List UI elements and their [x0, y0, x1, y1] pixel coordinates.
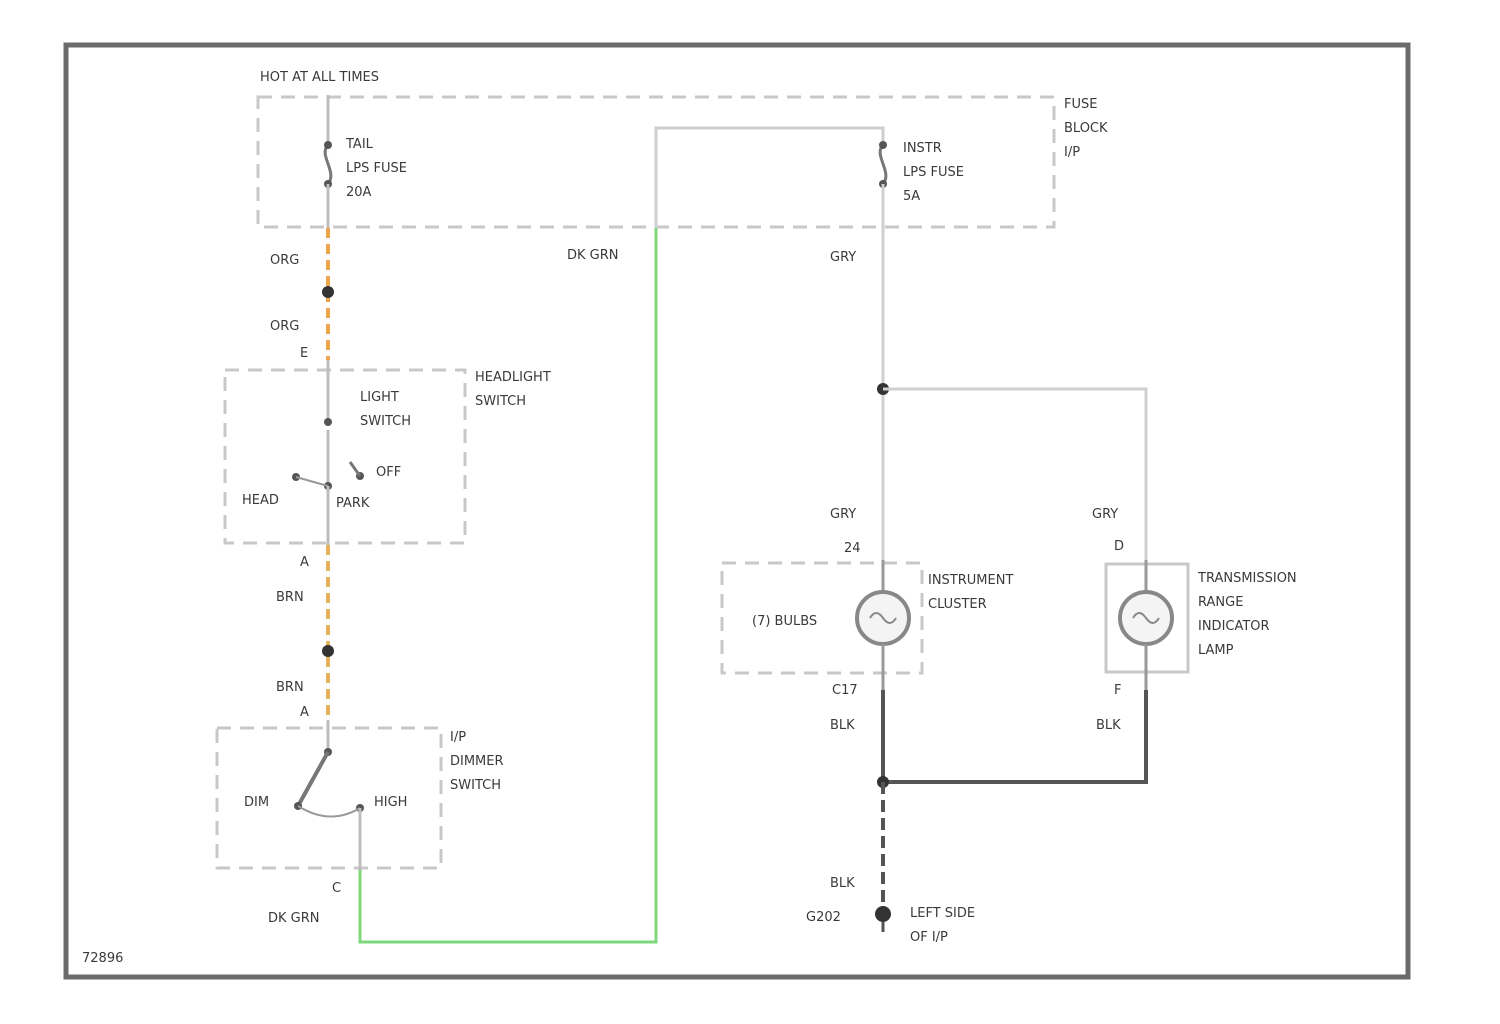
label-dimmer-2: DIMMER	[450, 754, 504, 769]
label-switch-off: OFF	[376, 465, 401, 480]
label-conn-a2: A	[300, 705, 309, 720]
label-conn-c: C	[332, 881, 341, 896]
label-wire-gry-trans: GRY	[1092, 507, 1118, 522]
instr-fuse-terminal-top	[879, 141, 887, 149]
label-hot-at-all-times: HOT AT ALL TIMES	[260, 70, 379, 85]
label-instrument-2: CLUSTER	[928, 597, 987, 612]
label-tail-fuse-1: TAIL	[345, 137, 374, 152]
label-figure-id: 72896	[82, 951, 123, 966]
label-high: HIGH	[374, 795, 407, 810]
label-dimmer-1: I/P	[450, 730, 466, 745]
label-dimmer-3: SWITCH	[450, 778, 501, 793]
label-instrument-1: INSTRUMENT	[928, 573, 1013, 588]
label-instr-fuse-2: LPS FUSE	[903, 165, 964, 180]
label-wire-brn-1: BRN	[276, 590, 304, 605]
label-conn-c17: C17	[832, 683, 858, 698]
diagram-frame	[66, 45, 1408, 977]
label-ground-2: OF I/P	[910, 930, 948, 945]
label-dim: DIM	[244, 795, 269, 810]
label-wire-gry-top: GRY	[830, 250, 856, 265]
label-wire-org-2: ORG	[270, 319, 299, 334]
label-cluster-bulbs: (7) BULBS	[752, 614, 817, 629]
label-headlight-switch-1: HEADLIGHT	[475, 370, 551, 385]
label-switch-head: HEAD	[242, 493, 279, 508]
splice-org	[322, 286, 334, 298]
light-switch-terminal	[324, 418, 332, 426]
label-switch-park: PARK	[336, 496, 370, 511]
label-wire-blk-2: BLK	[1096, 718, 1121, 733]
label-trans-3: INDICATOR	[1198, 619, 1270, 634]
label-tail-fuse-2: LPS FUSE	[346, 161, 407, 176]
label-trans-4: LAMP	[1198, 643, 1234, 658]
label-light-switch-2: SWITCH	[360, 414, 411, 429]
label-conn-24: 24	[844, 541, 861, 556]
label-wire-blk-3: BLK	[830, 876, 855, 891]
label-light-switch-1: LIGHT	[360, 390, 399, 405]
label-fuse-block-1: FUSE	[1064, 97, 1097, 112]
label-conn-d: D	[1114, 539, 1124, 554]
label-ground-id: G202	[806, 910, 841, 925]
label-fuse-block-3: I/P	[1064, 145, 1080, 160]
label-wire-dkgrn-bottom: DK GRN	[268, 911, 320, 926]
label-tail-fuse-3: 20A	[346, 185, 372, 200]
label-conn-a1: A	[300, 555, 309, 570]
label-fuse-block-2: BLOCK	[1064, 121, 1108, 136]
label-conn-f: F	[1114, 683, 1121, 698]
label-instr-fuse-1: INSTR	[903, 141, 942, 156]
label-trans-1: TRANSMISSION	[1197, 571, 1297, 586]
ground-symbol	[875, 906, 891, 922]
splice-brn	[322, 645, 334, 657]
label-wire-org-1: ORG	[270, 253, 299, 268]
label-wire-gry-cluster: GRY	[830, 507, 856, 522]
label-conn-e: E	[300, 346, 308, 361]
label-wire-brn-2: BRN	[276, 680, 304, 695]
label-wire-dkgrn-top: DK GRN	[567, 248, 619, 263]
label-trans-2: RANGE	[1198, 595, 1243, 610]
tail-fuse-terminal-top	[324, 141, 332, 149]
label-ground-1: LEFT SIDE	[910, 906, 975, 921]
label-wire-blk-1: BLK	[830, 718, 855, 733]
label-instr-fuse-3: 5A	[903, 189, 920, 204]
label-headlight-switch-2: SWITCH	[475, 394, 526, 409]
